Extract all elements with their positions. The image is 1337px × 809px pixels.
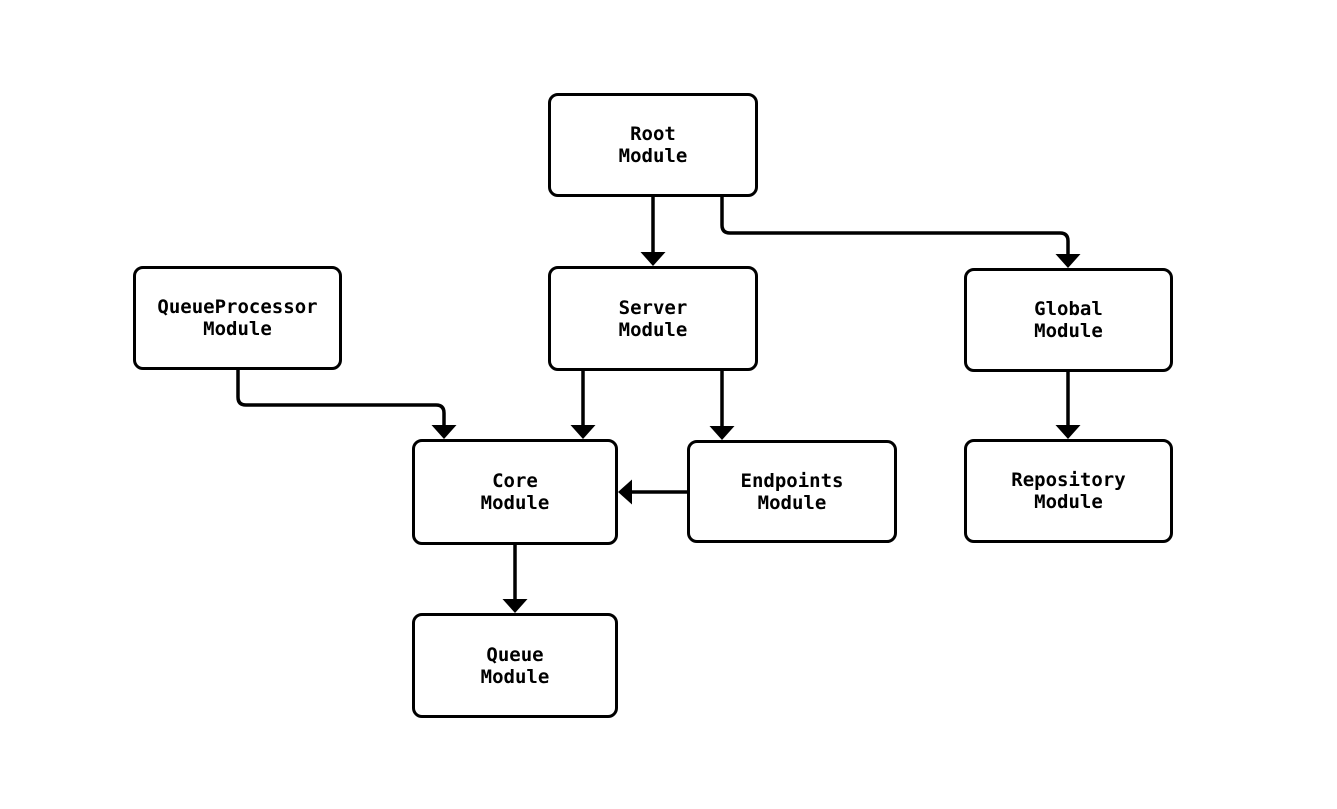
node-server-module: Server Module (548, 266, 758, 371)
edge-queueprocessor-to-core (236, 370, 457, 439)
node-queueprocessor-module: QueueProcessor Module (133, 266, 342, 370)
node-endpoints-module: Endpoints Module (687, 440, 897, 543)
edge-core-to-queue (502, 545, 528, 613)
edge-root-to-server (640, 197, 666, 266)
edge-endpoints-to-core (618, 479, 687, 505)
edge-server-to-endpoints (709, 371, 735, 440)
node-core-module: Core Module (412, 439, 618, 545)
edge-global-to-repository (1055, 372, 1081, 439)
edge-root-to-global (720, 197, 1081, 268)
node-root-module: Root Module (548, 93, 758, 197)
node-queue-module: Queue Module (412, 613, 618, 718)
edge-server-to-core (570, 371, 596, 439)
node-repository-module: Repository Module (964, 439, 1173, 543)
node-global-module: Global Module (964, 268, 1173, 372)
